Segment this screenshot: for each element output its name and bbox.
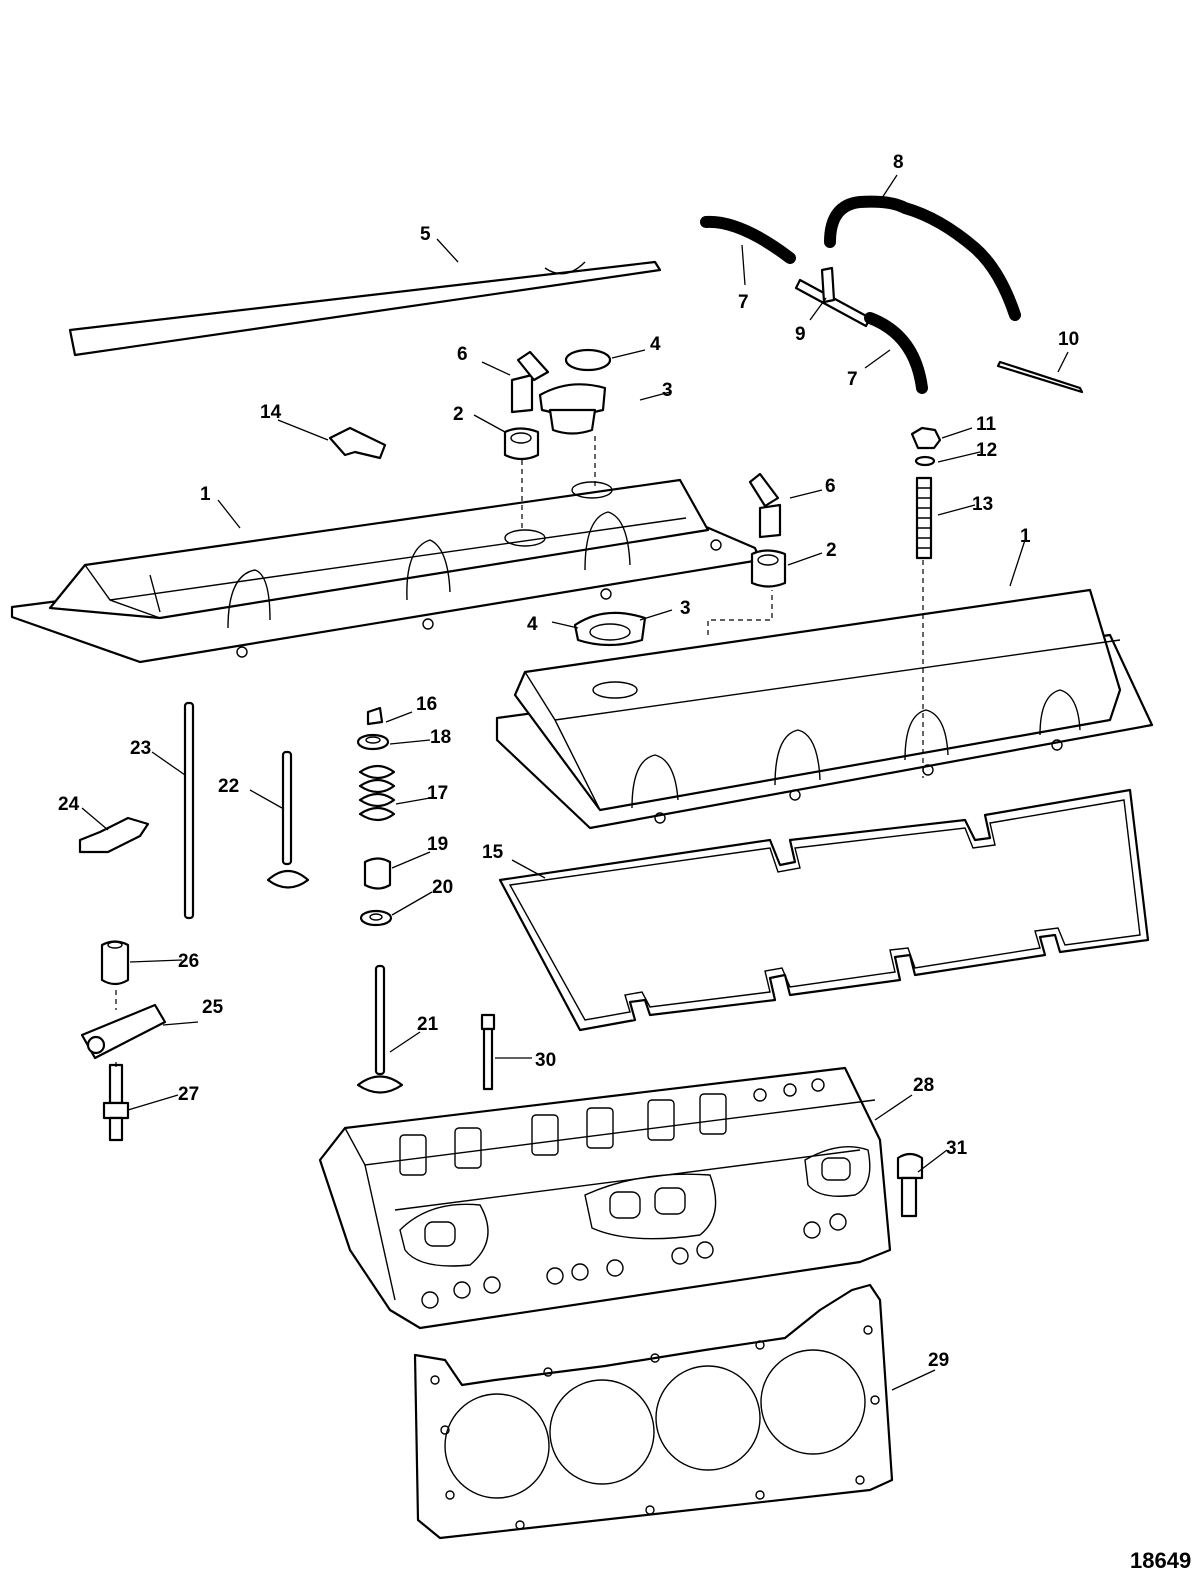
- part-baffle-clip: [78, 816, 150, 854]
- part-washer: [914, 455, 936, 467]
- part-rocker-arm: [80, 1003, 167, 1060]
- callout-26: 26: [178, 951, 199, 972]
- callout-16: 16: [416, 694, 437, 715]
- part-spring-shim: [359, 909, 393, 927]
- part-cylinder-head: [318, 1066, 892, 1330]
- leader-lines: [81, 174, 1069, 1391]
- callout-11: 11: [976, 414, 997, 435]
- part-valve-spring: [358, 764, 396, 822]
- part-head-gasket: [413, 1283, 894, 1540]
- part-oil-seal: [363, 857, 392, 890]
- assembly-lines: [115, 436, 924, 1068]
- part-bolt-side: [896, 1152, 924, 1218]
- callout-22: 22: [218, 776, 239, 797]
- callout-31: 31: [946, 1138, 968, 1159]
- part-intake-valve: [356, 964, 404, 1094]
- callout-7-top: 7: [738, 292, 749, 313]
- callout-14: 14: [260, 402, 282, 423]
- part-oil-filler-cap-top: [538, 383, 607, 435]
- callout-labels: 1 1 2 2 3 3 4 4 5 6 6 7 7 8 9 10 11 12 1…: [58, 152, 1079, 1371]
- part-oil-filler-cap-right: [573, 611, 647, 647]
- part-grommet-right: [750, 549, 787, 588]
- part-clip: [328, 426, 387, 460]
- callout-4-top: 4: [650, 334, 661, 355]
- callout-28: 28: [913, 1075, 934, 1096]
- part-rocker-cover-gasket: [498, 788, 1150, 1032]
- part-pcv-elbow-right: [748, 472, 782, 539]
- callout-13: 13: [972, 494, 993, 515]
- callout-3-top: 3: [662, 380, 673, 401]
- part-hose-short-bottom: [864, 312, 928, 394]
- callout-6-right: 6: [825, 476, 836, 497]
- callout-8: 8: [893, 152, 904, 173]
- callout-7-bottom: 7: [847, 369, 858, 390]
- part-rocker-stud: [102, 1063, 130, 1142]
- callout-2-top: 2: [453, 404, 464, 425]
- callout-25: 25: [202, 997, 224, 1018]
- callout-1-left: 1: [200, 484, 211, 505]
- callout-21: 21: [417, 1014, 439, 1035]
- callout-17: 17: [427, 783, 448, 804]
- callout-4-right: 4: [527, 614, 538, 635]
- callout-9: 9: [795, 324, 806, 345]
- callout-10: 10: [1058, 329, 1079, 350]
- part-nut: [910, 426, 942, 450]
- callout-1-right: 1: [1020, 526, 1031, 547]
- callout-27: 27: [178, 1084, 199, 1105]
- part-bolt-head: [480, 1013, 496, 1091]
- part-stud: [915, 476, 933, 560]
- part-exhaust-valve: [266, 750, 310, 889]
- callout-30: 30: [535, 1050, 556, 1071]
- part-valve-keeper: [366, 706, 384, 726]
- callout-18: 18: [430, 727, 451, 748]
- callout-3-right: 3: [680, 598, 691, 619]
- callout-19: 19: [427, 834, 448, 855]
- callout-2-right: 2: [826, 540, 837, 561]
- part-valve-cover-left: [10, 478, 762, 664]
- part-baffle-plate: [68, 260, 662, 357]
- callout-15: 15: [482, 842, 504, 863]
- part-pcv-elbow-top: [510, 350, 550, 414]
- part-grommet-left: [503, 427, 540, 461]
- callout-6-top: 6: [457, 344, 468, 365]
- part-hose-long: [824, 195, 1021, 321]
- callout-29: 29: [928, 1350, 949, 1371]
- part-cap-seal-top: [564, 348, 612, 372]
- callout-20: 20: [432, 877, 453, 898]
- part-valve-rotator: [356, 733, 390, 751]
- callout-12: 12: [976, 440, 997, 461]
- part-valve-cover-right: [495, 588, 1154, 830]
- part-tee-fitting: [794, 266, 872, 328]
- part-cable-tie: [996, 360, 1084, 394]
- callout-23: 23: [130, 738, 151, 759]
- part-pushrod: [183, 701, 195, 920]
- callout-24: 24: [58, 794, 80, 815]
- part-pushrod-guide: [100, 940, 130, 986]
- part-hose-short-top: [700, 215, 796, 264]
- figure-number: 18649: [1130, 1548, 1191, 1573]
- callout-5: 5: [420, 224, 431, 245]
